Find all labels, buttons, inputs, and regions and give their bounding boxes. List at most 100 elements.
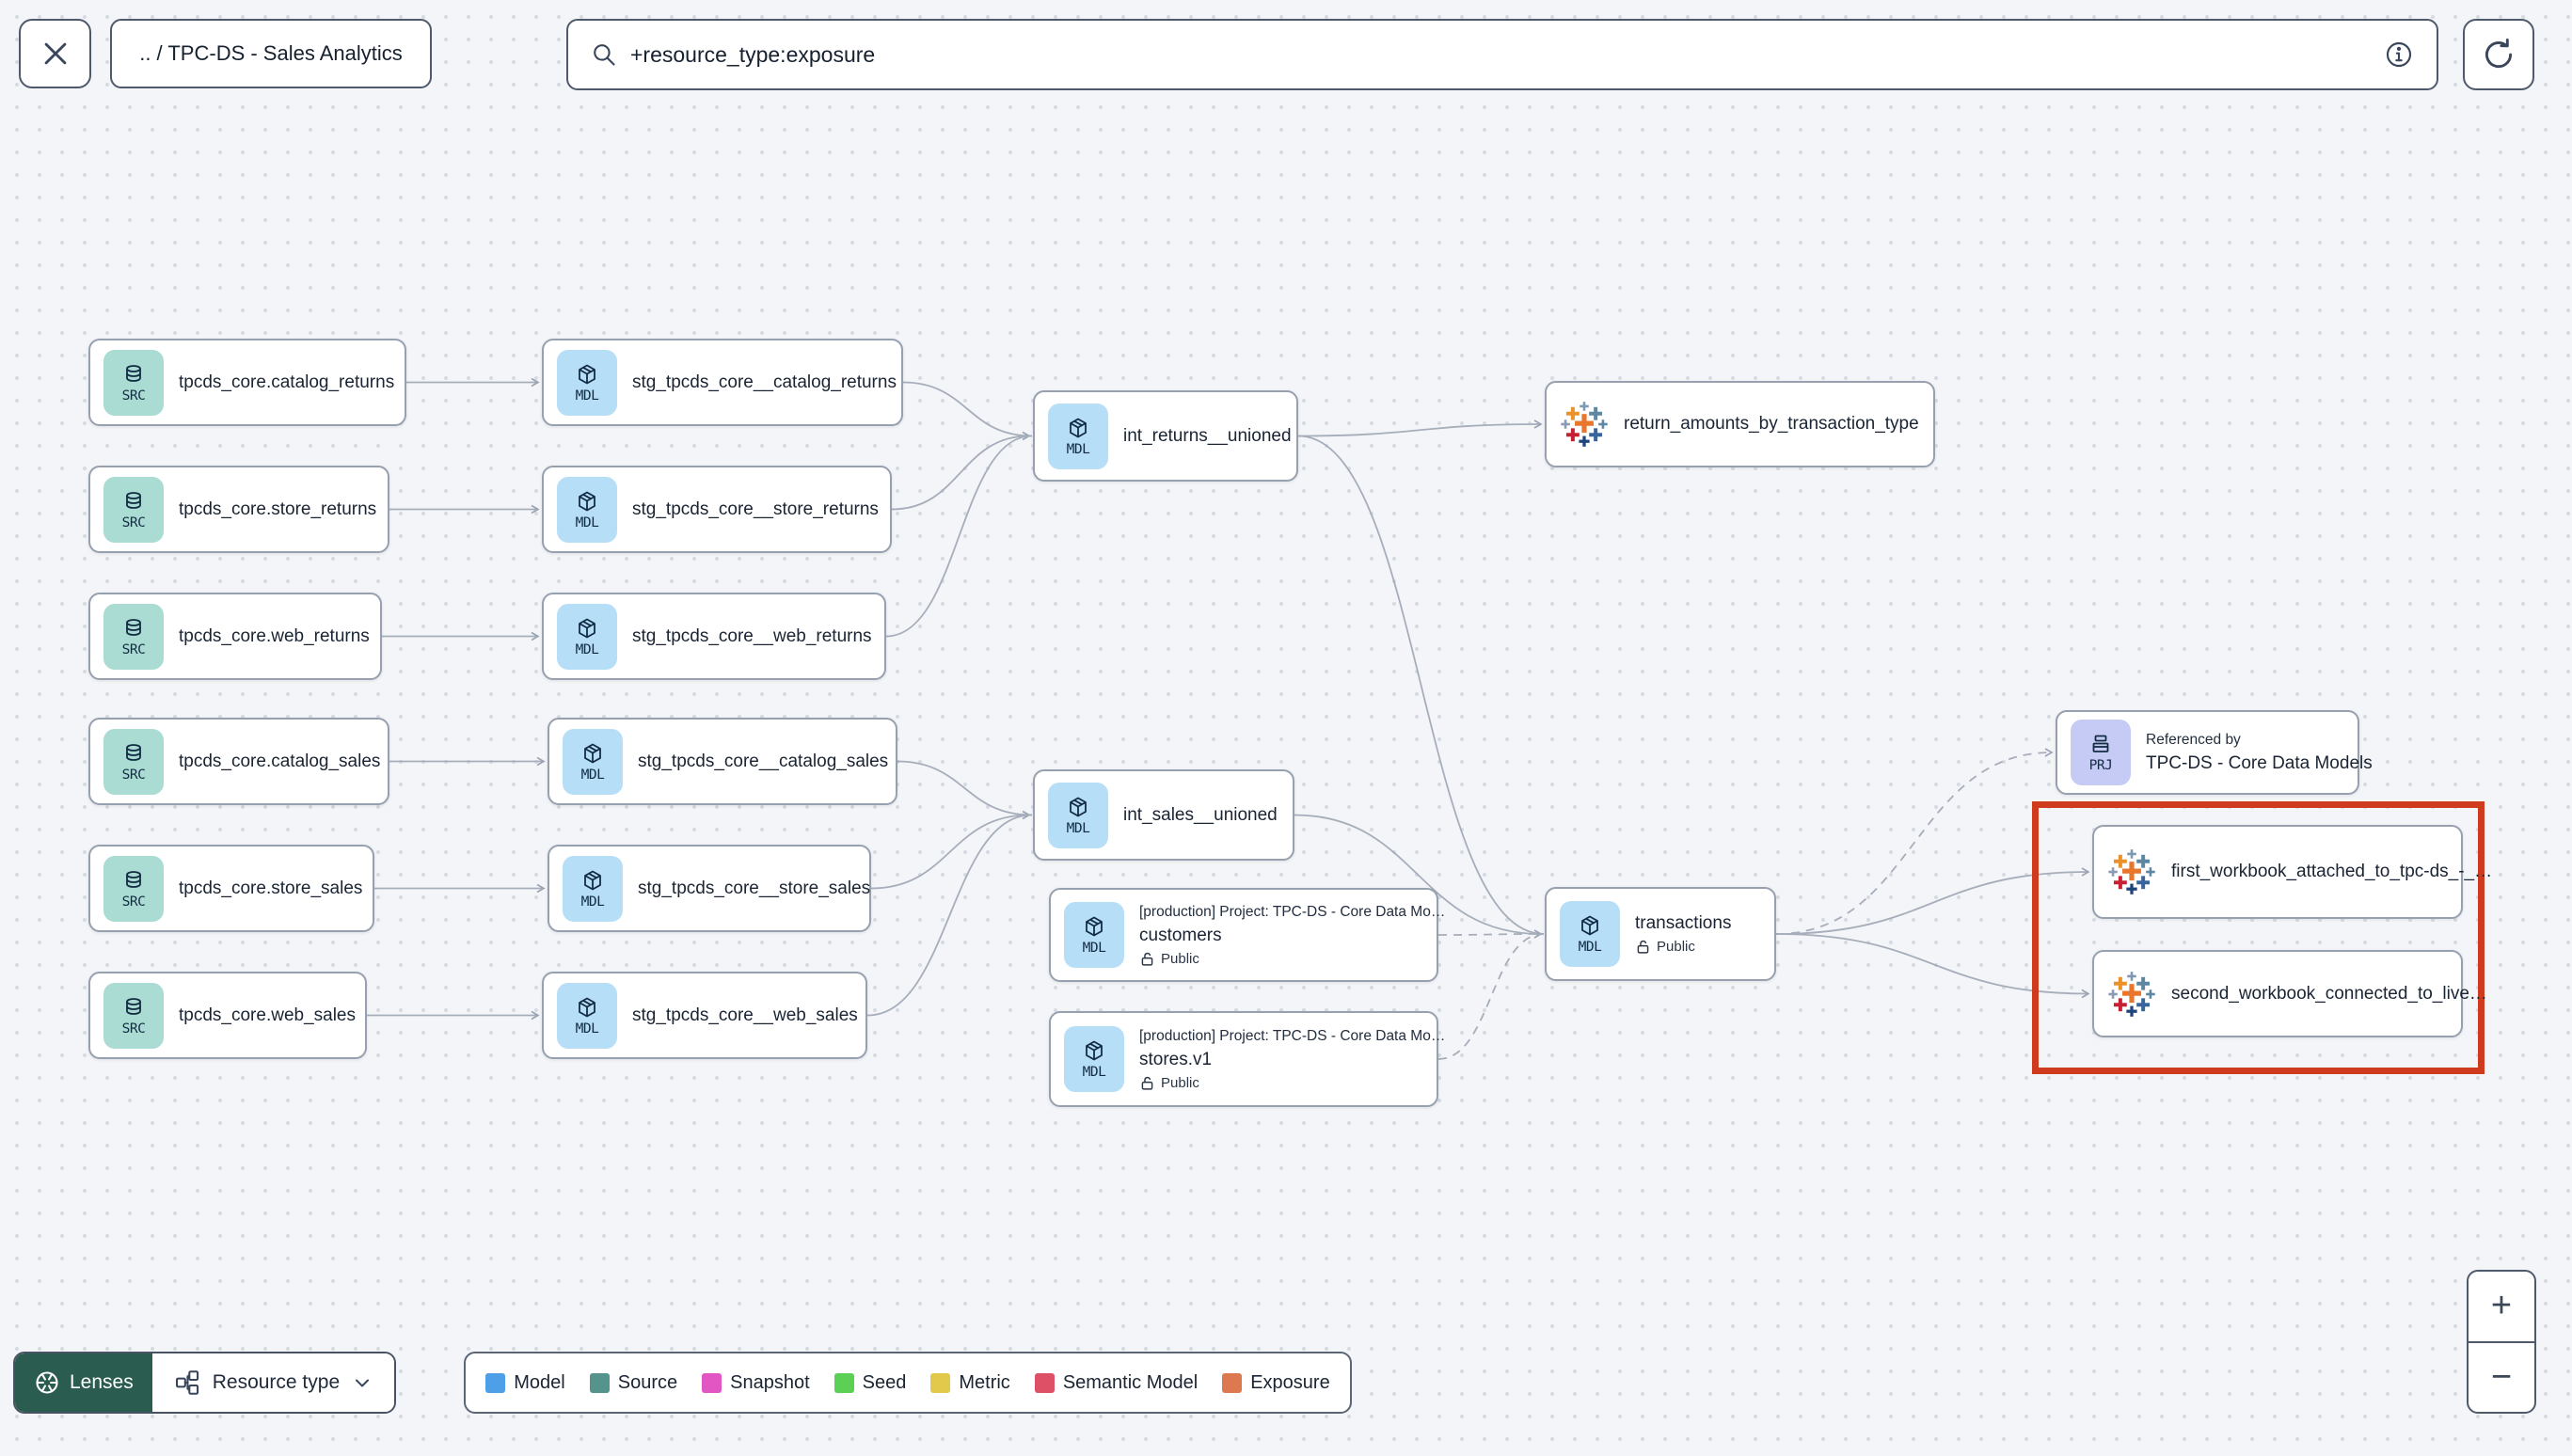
node-wb_first[interactable]: first_workbook_attached_to_tpc-ds_-_… xyxy=(2092,825,2493,919)
edge-int_returns-to-transactions xyxy=(1297,435,1545,935)
node-title: tpcds_core.store_returns xyxy=(179,499,377,519)
node-src_catalog_sales[interactable]: SRC tpcds_core.catalog_sales xyxy=(88,718,389,805)
node-stores_v1[interactable]: MDL[production] Project: TPC-DS - Core D… xyxy=(1049,1011,1445,1107)
node-title: tpcds_core.catalog_sales xyxy=(179,751,381,771)
source-badge: SRC xyxy=(103,476,164,543)
model-badge: MDL xyxy=(557,982,617,1049)
legend-label: Model xyxy=(514,1371,565,1393)
database-icon xyxy=(121,489,146,514)
node-exp_return_amounts[interactable]: return_amounts_by_transaction_type xyxy=(1545,381,1935,467)
node-text: [production] Project: TPC-DS - Core Data… xyxy=(1139,1028,1445,1091)
node-title: int_sales__unioned xyxy=(1123,804,1278,825)
zoom-out-button[interactable]: − xyxy=(2490,1356,2513,1397)
node-text: stg_tpcds_core__store_returns xyxy=(632,499,879,520)
node-title: stg_tpcds_core__web_sales xyxy=(632,1005,858,1025)
edge-stg_catalog_sales-to-int_sales xyxy=(897,760,1033,816)
cube-icon xyxy=(1066,795,1090,819)
database-icon xyxy=(121,741,146,766)
node-access: Public xyxy=(1139,1075,1423,1091)
node-text: return_amounts_by_transaction_type xyxy=(1624,414,1919,435)
edge-stg_catalog_returns-to-int_returns xyxy=(902,381,1033,437)
legend-swatch xyxy=(930,1372,951,1393)
database-icon xyxy=(121,868,146,893)
info-icon[interactable] xyxy=(2384,40,2414,70)
model-badge: MDL xyxy=(557,476,617,543)
source-badge: SRC xyxy=(103,982,164,1049)
legend-swatch xyxy=(1222,1372,1243,1393)
node-title: transactions xyxy=(1635,913,1732,933)
node-int_sales[interactable]: MDL int_sales__unioned xyxy=(1033,769,1294,861)
tableau-icon xyxy=(2108,971,2155,1017)
zoom-controls: + − xyxy=(2467,1270,2536,1414)
cube-icon xyxy=(1578,913,1602,938)
aperture-icon xyxy=(34,1369,60,1396)
legend-label: Semantic Model xyxy=(1062,1371,1199,1393)
node-title: stg_tpcds_core__catalog_returns xyxy=(632,372,897,392)
node-title: stores.v1 xyxy=(1139,1049,1213,1069)
legend-swatch xyxy=(1034,1372,1055,1393)
refresh-button[interactable] xyxy=(2463,19,2534,90)
model-badge: MDL xyxy=(1064,1026,1124,1092)
node-title: stg_tpcds_core__catalog_sales xyxy=(638,751,889,771)
node-src_store_returns[interactable]: SRC tpcds_core.store_returns xyxy=(88,466,389,553)
node-title: second_workbook_connected_to_live… xyxy=(2171,983,2487,1004)
zoom-in-button[interactable]: + xyxy=(2469,1272,2534,1343)
edge-int_returns-to-exp_return_amounts xyxy=(1297,419,1543,437)
legend-item-source: Source xyxy=(589,1371,678,1394)
lenses-button[interactable]: Lenses xyxy=(15,1353,152,1412)
node-text: stg_tpcds_core__catalog_sales xyxy=(638,751,889,772)
node-text: stg_tpcds_core__catalog_returns xyxy=(632,372,897,393)
legend-label: Source xyxy=(617,1371,678,1393)
project-box-icon xyxy=(2088,732,2113,756)
node-text: tpcds_core.web_returns xyxy=(179,626,370,647)
model-badge: MDL xyxy=(1048,782,1108,848)
node-title: customers xyxy=(1139,925,1222,945)
node-wb_second[interactable]: second_workbook_connected_to_live… xyxy=(2092,950,2487,1037)
chevron-down-icon xyxy=(351,1371,373,1394)
legend-item-exposure: Exposure xyxy=(1222,1372,1330,1394)
node-access: Public xyxy=(1139,951,1423,967)
legend-swatch xyxy=(589,1372,610,1393)
lock-open-icon xyxy=(1635,939,1651,955)
search-bar[interactable] xyxy=(566,19,2438,90)
lock-open-icon xyxy=(1139,1075,1155,1091)
model-badge: MDL xyxy=(557,349,617,416)
model-badge: MDL xyxy=(1064,902,1124,968)
node-customers[interactable]: MDL[production] Project: TPC-DS - Core D… xyxy=(1049,888,1445,982)
node-text: [production] Project: TPC-DS - Core Data… xyxy=(1139,904,1445,967)
edge-int_sales-to-transactions xyxy=(1294,814,1543,939)
resource-type-dropdown[interactable]: Resource type xyxy=(151,1353,395,1412)
node-stg_catalog_sales[interactable]: MDL stg_tpcds_core__catalog_sales xyxy=(548,718,897,805)
breadcrumb[interactable]: .. / TPC-DS - Sales Analytics xyxy=(110,19,432,88)
search-input[interactable] xyxy=(630,41,2371,68)
model-badge: MDL xyxy=(563,728,623,795)
legend-label: Snapshot xyxy=(730,1371,810,1393)
node-stg_catalog_returns[interactable]: MDL stg_tpcds_core__catalog_returns xyxy=(542,339,903,426)
node-title: tpcds_core.catalog_returns xyxy=(179,372,395,392)
close-button[interactable] xyxy=(19,19,91,88)
node-title: first_workbook_attached_to_tpc-ds_-_… xyxy=(2171,862,2493,881)
node-stg_store_returns[interactable]: MDL stg_tpcds_core__store_returns xyxy=(542,466,892,553)
node-stg_web_sales[interactable]: MDL stg_tpcds_core__web_sales xyxy=(542,972,867,1059)
model-badge: MDL xyxy=(557,603,617,670)
node-text: second_workbook_connected_to_live… xyxy=(2171,983,2487,1005)
edge-stg_store_sales-to-int_sales xyxy=(870,810,1031,890)
source-badge: SRC xyxy=(103,728,164,795)
legend-item-semantic-model: Semantic Model xyxy=(1034,1371,1199,1394)
database-icon xyxy=(121,616,146,641)
node-text: tpcds_core.catalog_returns xyxy=(179,372,395,393)
selection-highlight-box xyxy=(2032,801,2485,1074)
node-text: int_returns__unioned xyxy=(1123,426,1292,447)
